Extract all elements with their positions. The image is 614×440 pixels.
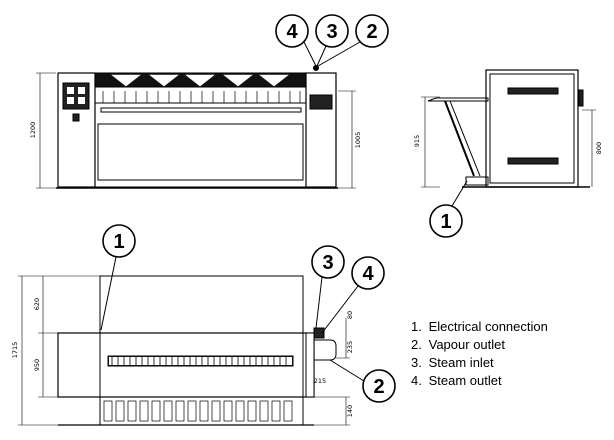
callouts-front	[275, 14, 389, 67]
callout-plan-3: 3	[322, 252, 333, 274]
legend-item: 3. Steam inlet	[411, 354, 548, 372]
callout-plan-2: 2	[373, 376, 384, 398]
callout-front-3: 3	[326, 21, 337, 43]
front-view	[36, 65, 356, 189]
dim-plan-lower: 950	[33, 359, 41, 371]
callout-plan-4: 4	[362, 263, 374, 285]
callout-front-2: 2	[366, 21, 377, 43]
legend-item: 2. Vapour outlet	[411, 336, 548, 354]
dim-front-height: 1200	[29, 122, 37, 139]
dim-front-right-height: 1005	[354, 132, 362, 149]
dim-plan-upper: 620	[33, 298, 41, 310]
dim-plan-right-mid: 235	[346, 341, 354, 353]
legend-num: 2.	[411, 337, 422, 352]
dim-plan-right-bottom: 140	[346, 405, 354, 417]
callouts-plan	[100, 224, 396, 403]
dim-plan-right-top: 80	[346, 311, 354, 319]
callout-front-4: 4	[286, 21, 298, 43]
legend-label: Steam outlet	[428, 373, 502, 388]
plan-view	[18, 275, 350, 426]
legend-label: Vapour outlet	[428, 337, 505, 352]
callout-side-1: 1	[440, 211, 451, 233]
legend-item: 1. Electrical connection	[411, 318, 548, 336]
side-view	[421, 69, 596, 188]
legend-item: 4. Steam outlet	[411, 372, 548, 390]
dim-side-height: 915	[413, 135, 421, 147]
legend-num: 4.	[411, 373, 422, 388]
legend: 1. Electrical connection 2. Vapour outle…	[411, 318, 548, 390]
legend-label: Electrical connection	[428, 319, 548, 334]
legend-num: 1.	[411, 319, 422, 334]
legend-num: 3.	[411, 355, 422, 370]
dim-plan-right-low: 215	[314, 377, 326, 385]
callout-plan-1: 1	[113, 231, 124, 253]
dim-side-right-height: 800	[595, 142, 603, 154]
legend-label: Steam inlet	[428, 355, 494, 370]
callouts-side	[429, 180, 468, 238]
dim-plan-total: 1715	[11, 342, 19, 359]
